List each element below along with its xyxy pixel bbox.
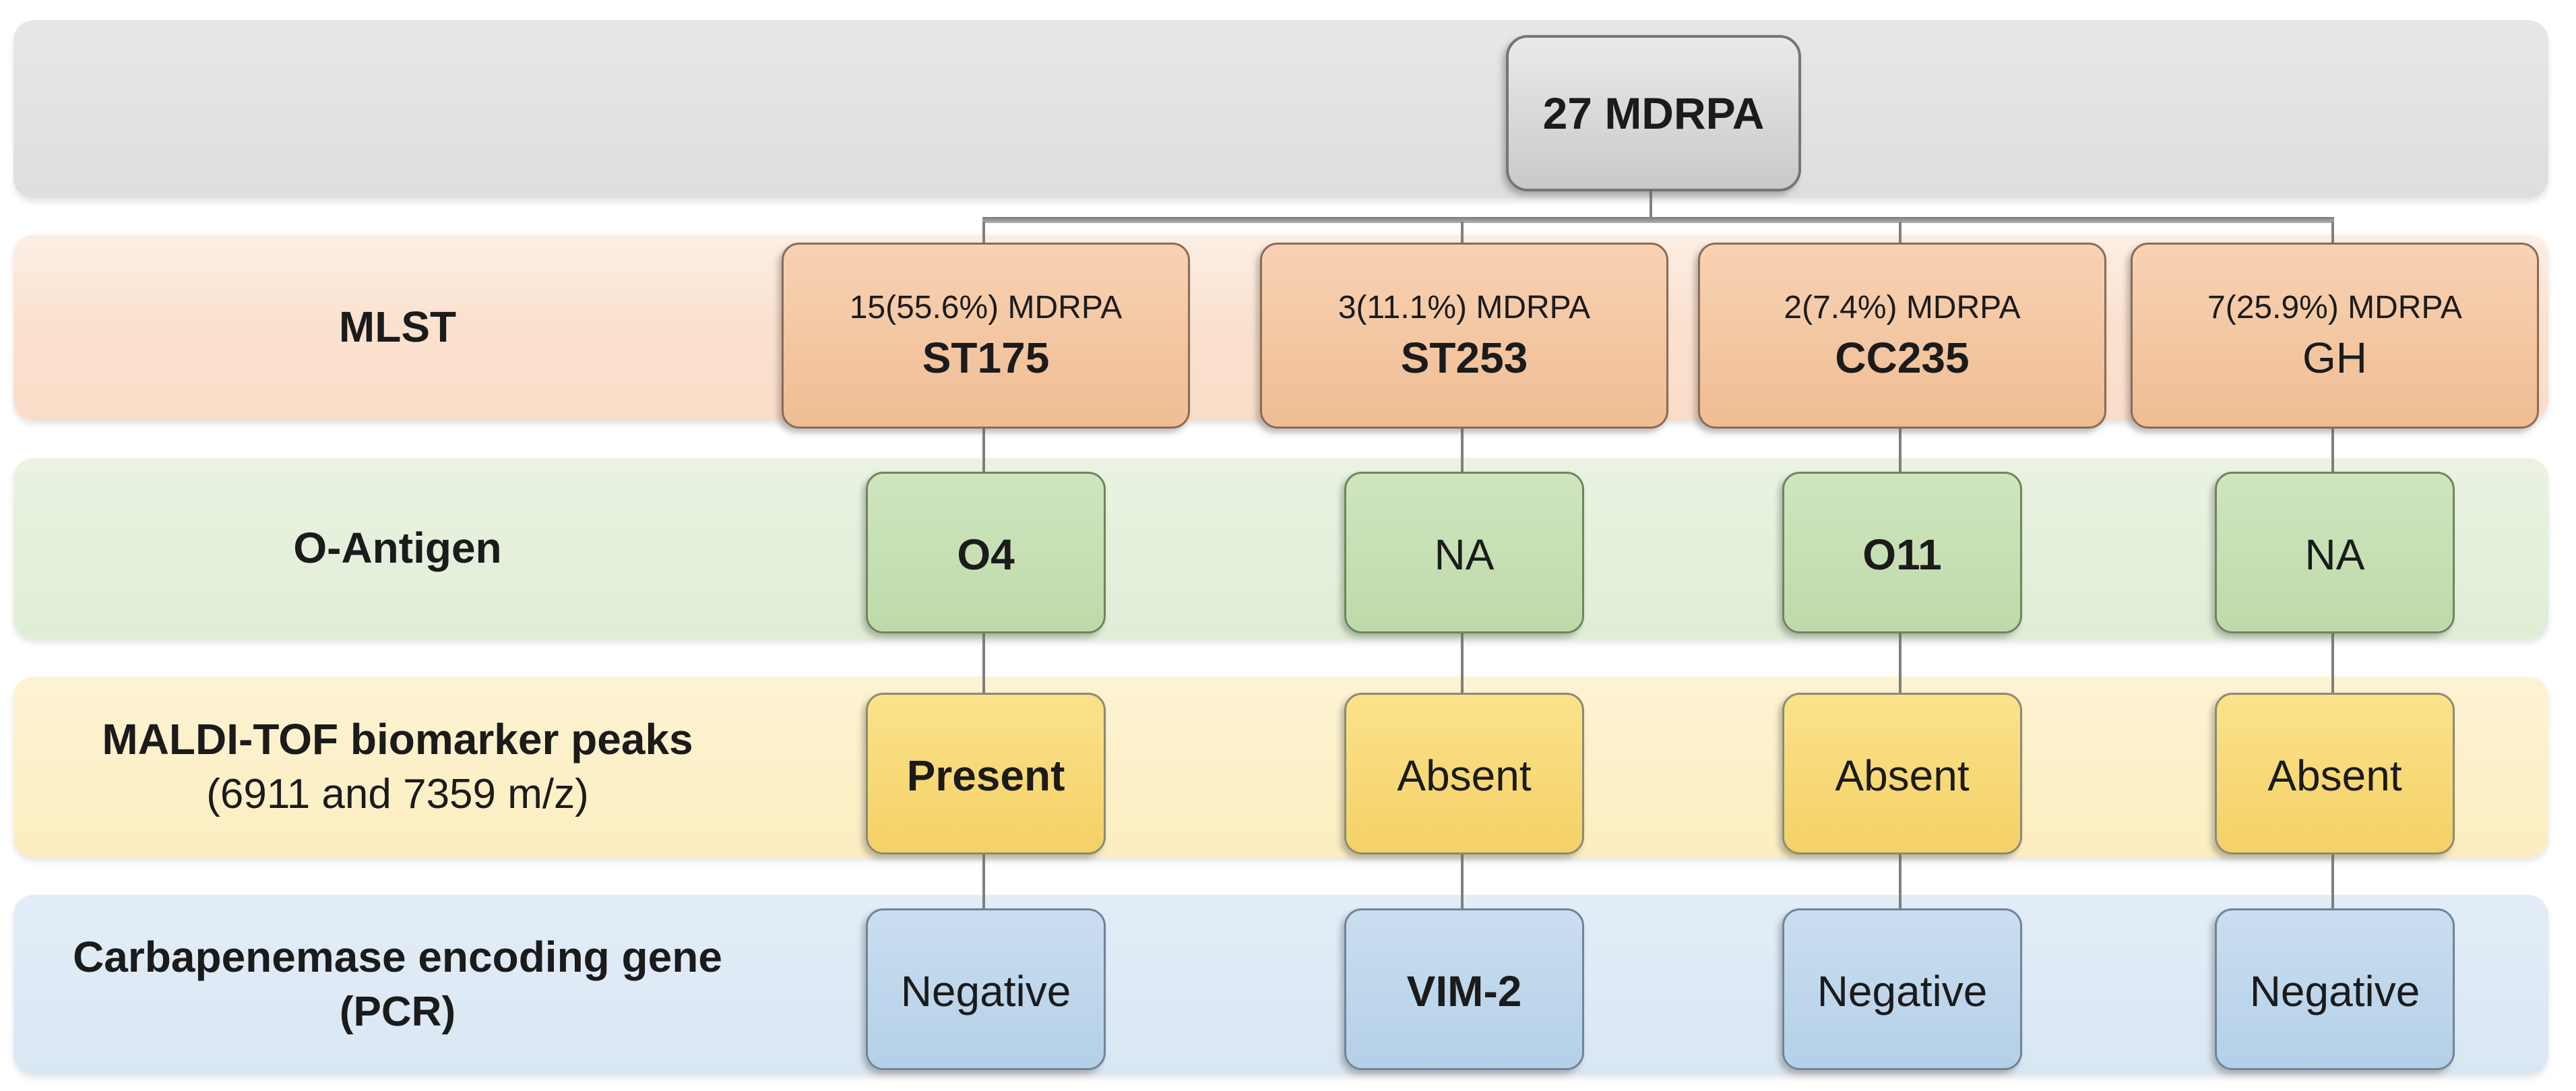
- o-antigen-row-label: O-Antigen: [40, 458, 755, 639]
- band-o-antigen-row: [13, 458, 2548, 639]
- connector-oantigen-maldi-col4: [2331, 620, 2334, 699]
- connector-maldi-pcr-col3: [1899, 841, 1902, 915]
- connector-mlst-oantigen-col1: [982, 411, 985, 478]
- maldi-node-2: Absent: [1344, 693, 1584, 854]
- connector-mlst-oantigen-col3: [1899, 411, 1902, 478]
- band-maldi-row: [13, 677, 2548, 857]
- maldi-value-1: Present: [906, 751, 1065, 800]
- connector-root-stem: [1650, 185, 1652, 220]
- maldi-row-label: MALDI-TOF biomarker peaks (6911 and 7359…: [40, 677, 755, 857]
- o-antigen-node-4: NA: [2215, 472, 2455, 633]
- o-antigen-node-3: O11: [1782, 472, 2022, 633]
- connector-drop-col1: [982, 222, 985, 245]
- connector-oantigen-maldi-col1: [982, 620, 985, 699]
- mlst-value-4: GH: [2302, 333, 2367, 382]
- connector-drop-col2: [1461, 222, 1464, 245]
- mlst-count-4: 7(25.9%) MDRPA: [2207, 289, 2462, 325]
- connector-mlst-oantigen-col4: [2331, 411, 2334, 478]
- maldi-row-label-text: MALDI-TOF biomarker peaks: [102, 715, 693, 764]
- pcr-node-2: VIM-2: [1344, 908, 1584, 1070]
- mlst-value-3: CC235: [1835, 333, 1970, 382]
- o-antigen-value-2: NA: [1434, 530, 1495, 579]
- root-node: 27 MDRPA: [1506, 35, 1801, 191]
- band-root-row: [13, 20, 2548, 198]
- pcr-row-sublabel-text: (PCR): [339, 989, 456, 1036]
- pcr-row-label-text: Carbapenemase encoding gene: [73, 933, 722, 982]
- root-node-label: 27 MDRPA: [1542, 88, 1765, 138]
- maldi-node-3: Absent: [1782, 693, 2022, 854]
- mlst-count-1: 15(55.6%) MDRPA: [849, 289, 1123, 325]
- pcr-value-4: Negative: [2249, 966, 2420, 1016]
- connector-oantigen-maldi-col2: [1461, 620, 1464, 699]
- o-antigen-node-1: O4: [866, 472, 1106, 633]
- mlst-count-3: 2(7.4%) MDRPA: [1784, 289, 2021, 325]
- mlst-node-4: 7(25.9%) MDRPA GH: [2131, 243, 2539, 429]
- connector-horizontal-bar: [982, 217, 2334, 223]
- maldi-node-1: Present: [866, 693, 1106, 854]
- connector-oantigen-maldi-col3: [1899, 620, 1902, 699]
- o-antigen-row-label-text: O-Antigen: [293, 524, 502, 573]
- pcr-node-1: Negative: [866, 908, 1106, 1070]
- connector-mlst-oantigen-col2: [1461, 411, 1464, 478]
- pcr-node-3: Negative: [1782, 908, 2022, 1070]
- pcr-row-label: Carbapenemase encoding gene (PCR): [40, 895, 755, 1074]
- band-pcr-row: [13, 895, 2548, 1074]
- o-antigen-node-2: NA: [1344, 472, 1584, 633]
- maldi-node-4: Absent: [2215, 693, 2455, 854]
- mlst-value-2: ST253: [1400, 333, 1528, 382]
- maldi-row-sublabel-text: (6911 and 7359 m/z): [206, 771, 589, 818]
- o-antigen-value-3: O11: [1862, 530, 1942, 579]
- pcr-value-2: VIM-2: [1406, 966, 1522, 1016]
- mlst-count-2: 3(11.1%) MDRPA: [1338, 289, 1591, 325]
- mlst-node-3: 2(7.4%) MDRPA CC235: [1698, 243, 2106, 429]
- connector-maldi-pcr-col4: [2331, 841, 2334, 915]
- mlst-row-label-text: MLST: [338, 303, 457, 352]
- pcr-value-3: Negative: [1817, 966, 1988, 1016]
- mlst-node-2: 3(11.1%) MDRPA ST253: [1260, 243, 1668, 429]
- connector-maldi-pcr-col2: [1461, 841, 1464, 915]
- connector-drop-col4: [2331, 222, 2334, 245]
- maldi-value-2: Absent: [1397, 751, 1532, 800]
- pcr-node-4: Negative: [2215, 908, 2455, 1070]
- pcr-value-1: Negative: [900, 966, 1071, 1016]
- maldi-value-3: Absent: [1835, 751, 1970, 800]
- connector-maldi-pcr-col1: [982, 841, 985, 915]
- maldi-value-4: Absent: [2267, 751, 2402, 800]
- connector-drop-col3: [1899, 222, 1902, 245]
- o-antigen-value-4: NA: [2304, 530, 2365, 579]
- mlst-row-label: MLST: [40, 235, 755, 420]
- mlst-node-1: 15(55.6%) MDRPA ST175: [782, 243, 1190, 429]
- mlst-value-1: ST175: [922, 333, 1050, 382]
- o-antigen-value-1: O4: [957, 530, 1015, 579]
